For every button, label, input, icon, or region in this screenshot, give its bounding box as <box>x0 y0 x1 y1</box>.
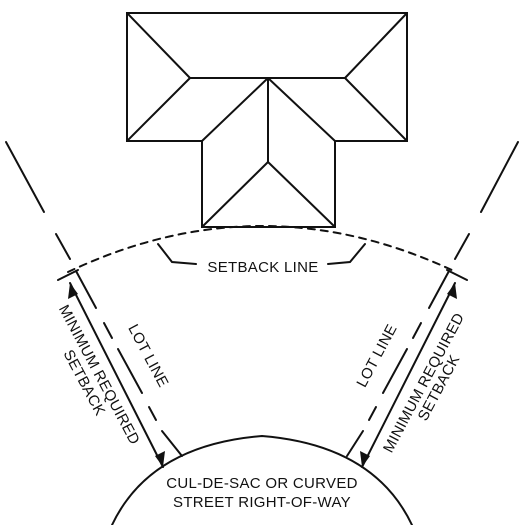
street-right-of-way-arc <box>111 434 413 525</box>
lot-line-right <box>346 141 519 457</box>
lot-line-left <box>5 141 183 457</box>
roof-valley-line <box>201 77 269 142</box>
roof-hip-line <box>126 77 191 142</box>
house-roof-plan <box>126 12 408 228</box>
setback-line-label: SETBACK LINE <box>207 259 318 276</box>
arrowhead-right-top <box>447 283 457 299</box>
roof-valley-line <box>267 77 336 142</box>
roof-hip-line <box>201 161 269 228</box>
setback-label-bracket-left <box>157 243 197 265</box>
arrowhead-left-bottom <box>155 451 165 467</box>
setback-dimension-right <box>361 282 456 468</box>
setback-dimension-left <box>69 282 164 468</box>
lot-line-label-right: LOT LINE <box>353 322 400 391</box>
roof-hip-line <box>344 12 408 79</box>
setback-label-left-line1: MINIMUM REQUIRED <box>55 302 143 447</box>
roof-hip-line <box>267 161 336 228</box>
street-label-line1: CUL-DE-SAC OR CURVED <box>166 475 358 492</box>
setback-label-bracket-right <box>327 243 366 265</box>
roof-hip-line <box>344 77 408 142</box>
arrowhead-left-top <box>68 283 78 299</box>
setback-tick-right <box>446 269 468 281</box>
street-label-line2: STREET RIGHT-OF-WAY <box>173 494 351 511</box>
setback-line-arc <box>67 225 457 273</box>
roof-hip-line <box>126 12 191 79</box>
lot-line-label-left: LOT LINE <box>124 322 171 391</box>
arrowhead-right-bottom <box>360 451 370 467</box>
setback-tick-left <box>57 269 79 281</box>
